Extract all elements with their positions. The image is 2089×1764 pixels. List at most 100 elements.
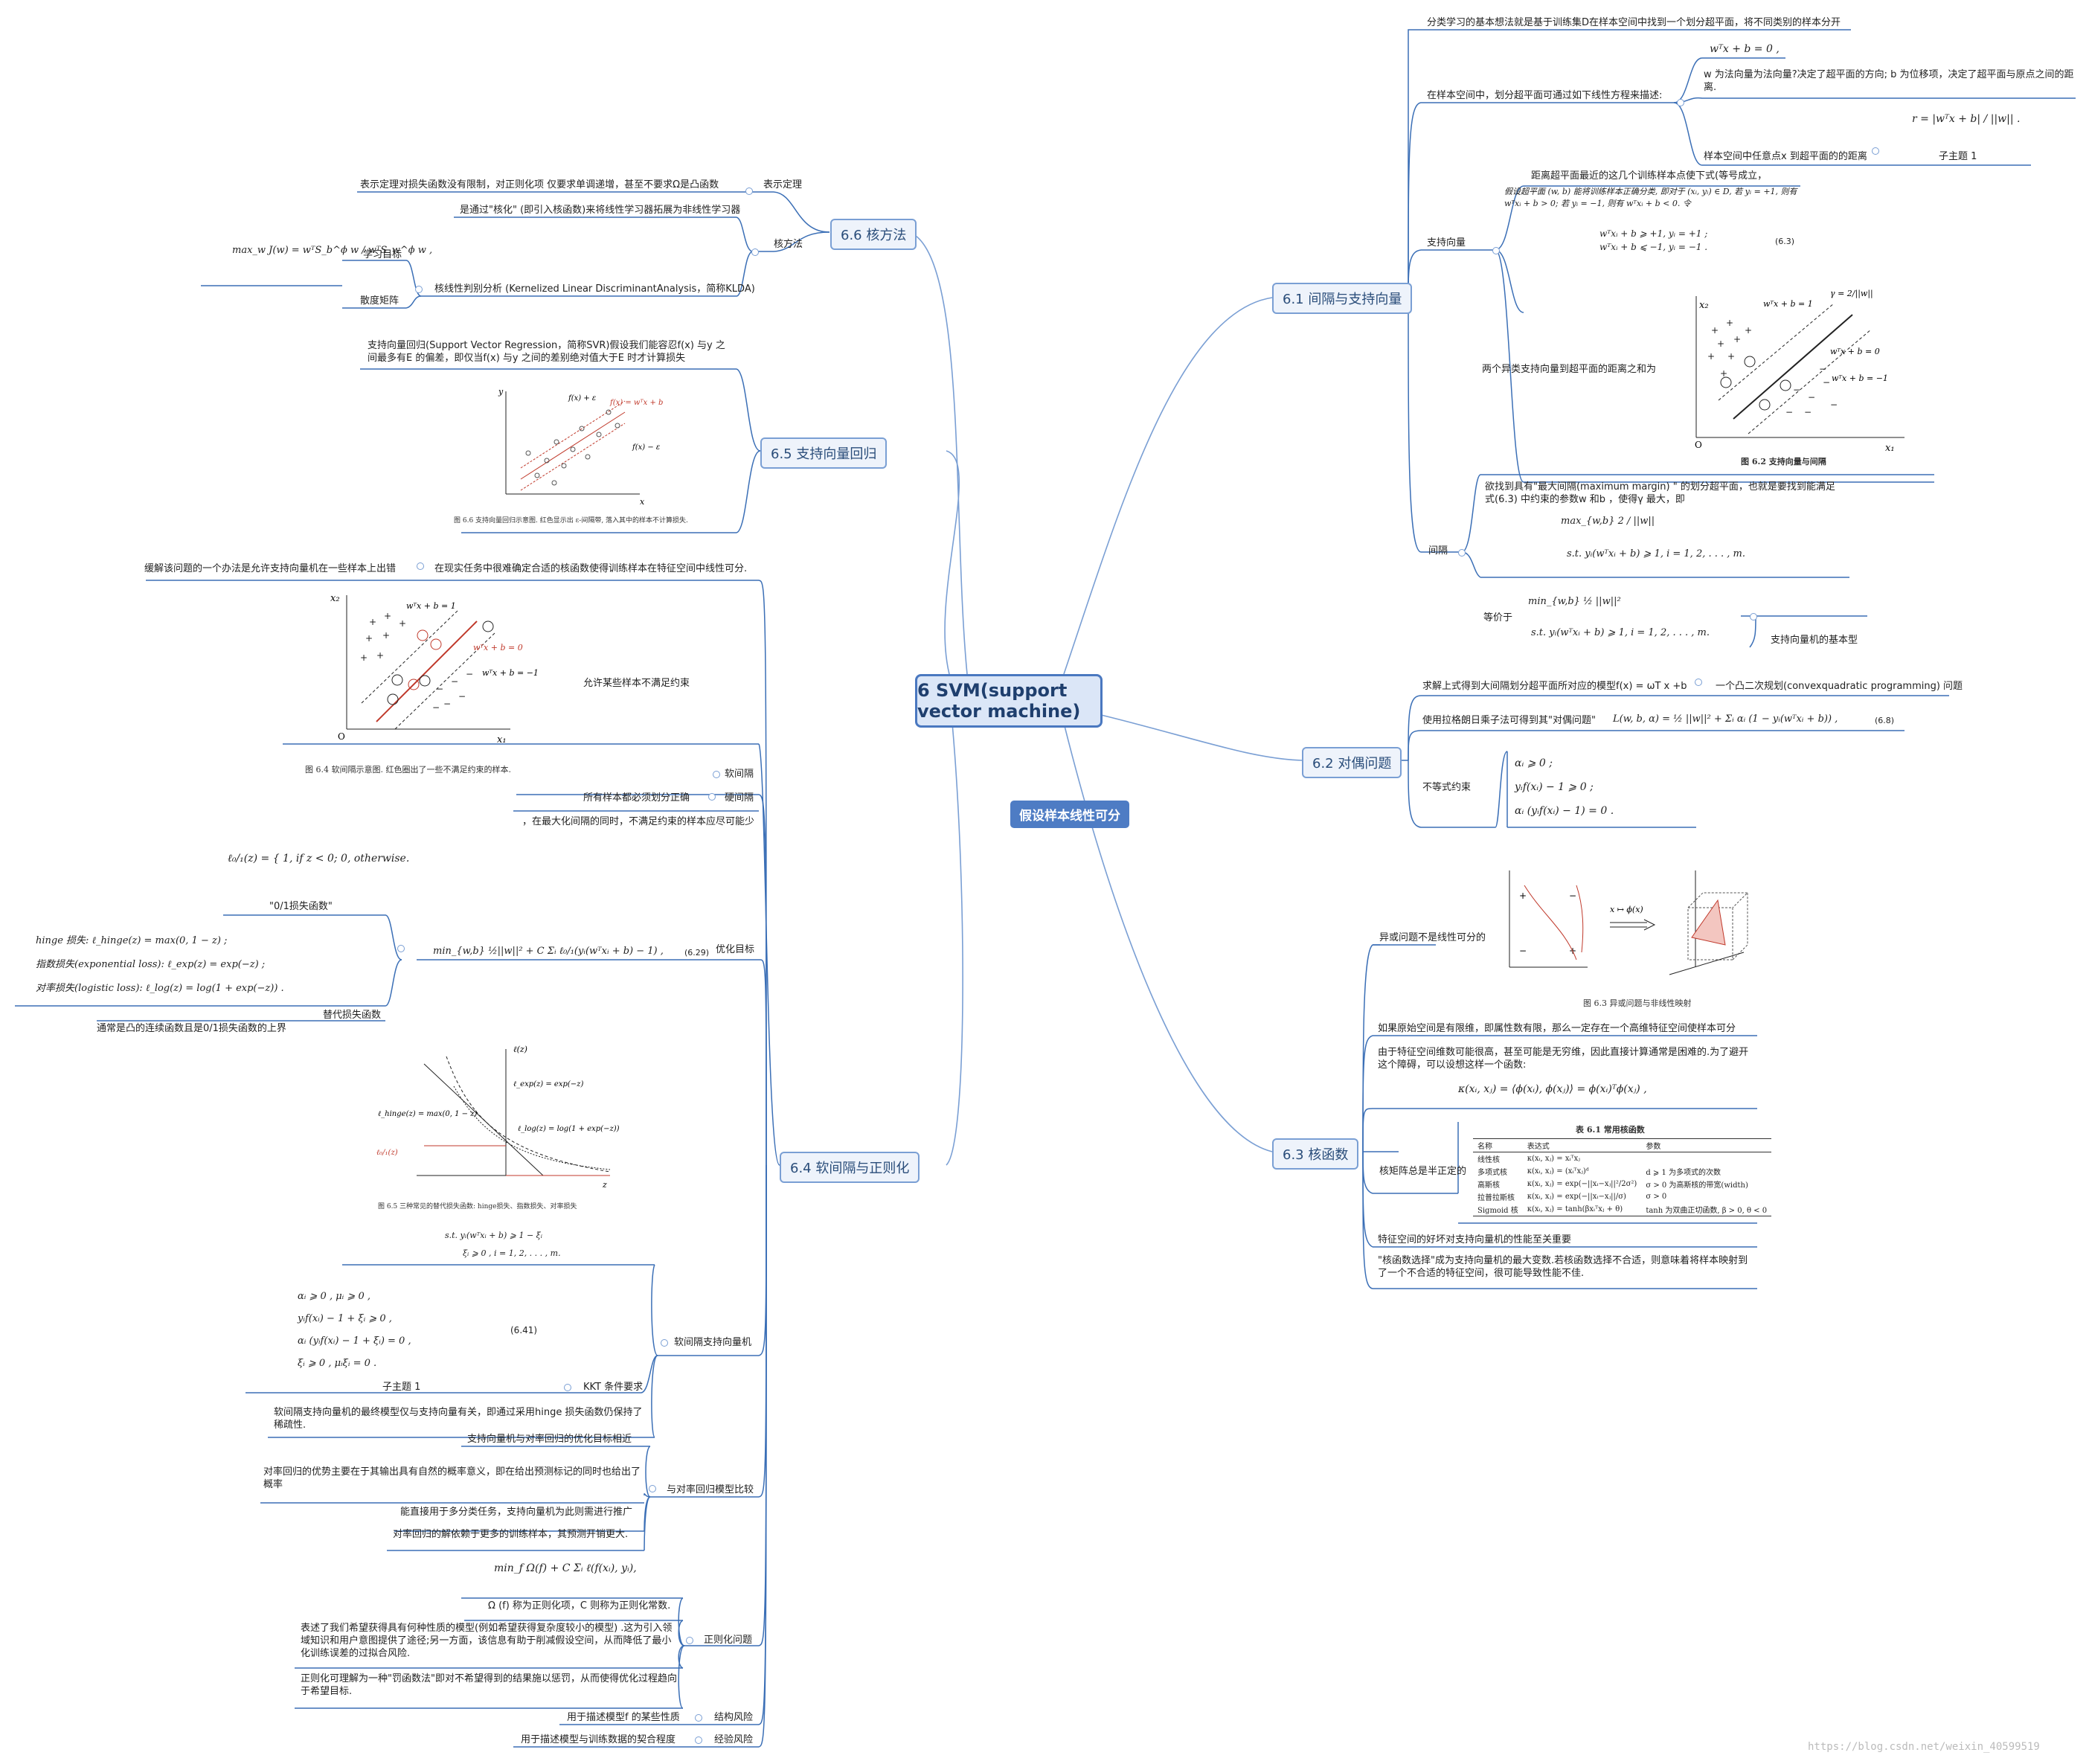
log-loss: 对率损失(logistic loss): ℓ_log(z) = log(1 + … bbox=[36, 983, 284, 994]
branch-6-2[interactable]: 6.2 对偶问题 bbox=[1302, 747, 1402, 778]
collapse-toggle[interactable] bbox=[1458, 549, 1466, 557]
repr-node[interactable]: 表示定理 bbox=[763, 179, 803, 190]
collapse-toggle[interactable] bbox=[564, 1384, 571, 1391]
svr-text-node[interactable]: 支持向量回归(Support Vector Regression，简称SVR)假… bbox=[368, 340, 725, 364]
objective-node[interactable]: 优化目标 bbox=[716, 944, 755, 955]
solve-node[interactable]: 求解上式得到大间隔划分超平面所对应的模型f(x) = ωT x +b bbox=[1422, 681, 1687, 692]
max-text-node[interactable]: ，在最大化间隔的同时，不满足约束的样本应尽可能少 bbox=[522, 816, 755, 827]
svg-text:−: − bbox=[443, 699, 451, 709]
lagrange-node[interactable]: 使用拉格朗日乘子法可得到其"对偶问题" bbox=[1422, 715, 1596, 726]
floating-topic[interactable]: 假设样本线性可分 bbox=[1010, 801, 1129, 828]
objective-node[interactable]: 学习目标 bbox=[363, 249, 402, 260]
collapse-toggle[interactable] bbox=[713, 771, 720, 778]
branch-6-5[interactable]: 6.5 支持向量回归 bbox=[760, 437, 888, 469]
emp-node[interactable]: 经验风险 bbox=[714, 1734, 754, 1745]
kkt-line: αᵢ ⩾ 0 , μᵢ ⩾ 0 , bbox=[298, 1291, 370, 1302]
collapse-toggle[interactable] bbox=[1492, 247, 1500, 254]
fig65-z-label: z bbox=[602, 1180, 607, 1190]
svg-text:−: − bbox=[1519, 946, 1527, 956]
basic-idea-node[interactable]: 分类学习的基本想法就是基于训练集D在样本空间中找到一个划分超平面，将不同类别的样… bbox=[1427, 17, 1841, 28]
allow-node[interactable]: 允许某些样本不满足约束 bbox=[583, 678, 690, 689]
soft-svm-node[interactable]: 软间隔支持向量机 bbox=[674, 1337, 752, 1348]
kkt-node[interactable]: KKT 条件要求 bbox=[583, 1382, 644, 1393]
objective-equation: min_{w,b} ½||w||² + C Σᵢ ℓ₀/₁(yᵢ(wᵀxᵢ + … bbox=[433, 946, 664, 957]
finite-node[interactable]: 如果原始空间是有限维，即属性数有限，那么一定存在一个高维特征空间使样本可分 bbox=[1378, 1023, 1736, 1034]
kernel-expr-cell: κ(xᵢ, xⱼ) = xᵢᵀxⱼ bbox=[1527, 1155, 1580, 1163]
ease-node[interactable]: 缓解该问题的一个办法是允许支持向量机在一些样本上出错 bbox=[144, 563, 397, 574]
km-text-node[interactable]: 是通过"核化" (即引入核函数)来将线性学习器拓展为非线性学习器 bbox=[460, 205, 741, 216]
collapse-toggle[interactable] bbox=[695, 1736, 702, 1744]
kfda-equation: max_w J(w) = wᵀS_b^ϕ w / wᵀS_w^ϕ w , bbox=[232, 245, 433, 256]
soft-svm-text-node[interactable]: 软间隔支持向量机的最终模型仅与支持向量有关，即通过采用hinge 损失函数仍保持… bbox=[274, 1407, 643, 1431]
collapse-toggle[interactable] bbox=[1872, 147, 1879, 155]
compare-c1-node[interactable]: 支持向量机与对率回归的优化目标相近 bbox=[467, 1434, 632, 1445]
important-node[interactable]: 特征空间的好坏对支持向量机的性能至关重要 bbox=[1378, 1234, 1572, 1245]
qp-node[interactable]: 一个凸二次规划(convexquadratic programming) 问题 bbox=[1716, 681, 1963, 692]
ineq-node[interactable]: 不等式约束 bbox=[1422, 782, 1472, 793]
surrogate-text-node[interactable]: 通常是凸的连续函数且是0/1损失函数的上界 bbox=[97, 1023, 286, 1034]
collapse-toggle[interactable] bbox=[1677, 99, 1684, 106]
collapse-toggle[interactable] bbox=[751, 248, 759, 256]
collapse-toggle[interactable] bbox=[686, 1637, 693, 1644]
collapse-toggle[interactable] bbox=[695, 1714, 702, 1722]
collapse-toggle[interactable] bbox=[708, 793, 716, 801]
reg-r2-node[interactable]: 表述了我们希望获得具有何种性质的模型(例如希望获得复杂度较小的模型) .这为引入… bbox=[301, 1623, 673, 1659]
fig64-line1-label: wᵀx + b = 1 bbox=[406, 601, 456, 611]
reg-node[interactable]: 正则化问题 bbox=[704, 1635, 753, 1646]
hyperplane-desc-node[interactable]: 在样本空间中，划分超平面可通过如下线性方程来描述: bbox=[1427, 90, 1663, 101]
sv-eq-2: wᵀxᵢ + b ⩽ −1, yᵢ = −1 . bbox=[1599, 242, 1708, 252]
xor-node[interactable]: 异或问题不是线性可分的 bbox=[1379, 932, 1486, 943]
collapse-toggle[interactable] bbox=[1750, 613, 1757, 620]
struct-text-node[interactable]: 用于描述模型f 的某些性质 bbox=[567, 1712, 680, 1723]
origin-label: O bbox=[338, 731, 345, 742]
branch-6-1[interactable]: 6.1 间隔与支持向量 bbox=[1272, 283, 1413, 314]
branch-6-3[interactable]: 6.3 核函数 bbox=[1272, 1138, 1359, 1170]
subtopic-node[interactable]: 子主题 1 bbox=[1939, 151, 1977, 162]
compare-c2-node[interactable]: 对率回归的优势主要在于其输出具有自然的概率意义，即在给出预测标记的同时也给出了概… bbox=[263, 1466, 641, 1490]
kfda-node[interactable]: 核线性判别分析 (Kernelized Linear DiscriminantA… bbox=[434, 283, 755, 295]
root-topic[interactable]: 6 SVM(support vector machine) bbox=[915, 674, 1103, 728]
loss01-node[interactable]: "0/1损失函数" bbox=[269, 901, 333, 912]
hard-text-node[interactable]: 所有样本都必须划分正确 bbox=[583, 792, 690, 804]
distance-desc-node[interactable]: 样本空间中任意点x 到超平面的的距离 bbox=[1704, 151, 1867, 162]
fig63-map-label: x ↦ ϕ(x) bbox=[1610, 905, 1643, 914]
svg-text:+: + bbox=[369, 617, 376, 627]
trick-node[interactable]: 由于特征空间维数可能很高，甚至可能是无穷维，因此直接计算通常是困难的.为了避开这… bbox=[1378, 1047, 1749, 1071]
psd-node[interactable]: 核矩阵总是半正定的 bbox=[1379, 1166, 1467, 1177]
reg-r3-node[interactable]: 正则化可理解为一种"罚函数法"即对不希望得到的结果施以惩罚，从而使得优化过程趋向… bbox=[301, 1673, 677, 1697]
collapse-toggle[interactable] bbox=[661, 1339, 668, 1347]
collapse-toggle[interactable] bbox=[415, 286, 423, 293]
margin-node[interactable]: 间隔 bbox=[1428, 545, 1448, 557]
w-desc-node[interactable]: w 为法向量为法向量?决定了超平面的方向; b 为位移项，决定了超平面与原点之间… bbox=[1704, 69, 2074, 93]
soft-node[interactable]: 软间隔 bbox=[725, 769, 754, 780]
svg-text:−: − bbox=[1804, 407, 1812, 417]
collapse-toggle[interactable] bbox=[649, 1485, 656, 1492]
collapse-toggle[interactable] bbox=[1695, 679, 1702, 686]
intro-node[interactable]: 在现实任务中很难确定合适的核函数使得训练样本在特征空间中线性可分. bbox=[434, 563, 748, 574]
sv-text-1: 距离超平面最近的这几个训练样本点使下式(等号成立， bbox=[1531, 170, 1768, 182]
hard-node[interactable]: 硬间隔 bbox=[725, 792, 754, 804]
reg-r1-node[interactable]: Ω (f) 称为正则化项，C 则称为正则化常数. bbox=[488, 1600, 671, 1611]
scatter-node[interactable]: 散度矩阵 bbox=[360, 295, 399, 307]
collapse-toggle[interactable] bbox=[417, 562, 424, 570]
compare-c4-node[interactable]: 对率回归的解依赖于更多的训练样本，其预测开销更大. bbox=[393, 1529, 629, 1540]
selection-node[interactable]: "核函数选择"成为支持向量机的最大变数.若核函数选择不合适，则意味着将样本映射到… bbox=[1378, 1255, 1748, 1279]
kernel-method-node[interactable]: 核方法 bbox=[774, 239, 803, 250]
branch-6-4[interactable]: 6.4 软间隔与正则化 bbox=[780, 1152, 920, 1183]
basic-model-node[interactable]: 支持向量机的基本型 bbox=[1771, 635, 1858, 646]
compare-c3-node[interactable]: 能直接用于多分类任务，支持向量机为此则需进行推广 bbox=[400, 1507, 633, 1518]
lagrange-equation: L(w, b, α) = ½ ||w||² + Σᵢ αᵢ (1 − yᵢ(wᵀ… bbox=[1613, 713, 1838, 725]
surrogate-node[interactable]: 替代损失函数 bbox=[323, 1010, 382, 1021]
repr-text-node[interactable]: 表示定理对损失函数没有限制，对正则化项 仅要求单调递增，甚至不要求Ω是凸函数 bbox=[360, 179, 719, 190]
support-vector-node[interactable]: 支持向量 bbox=[1427, 237, 1466, 248]
collapse-toggle[interactable] bbox=[745, 187, 753, 195]
equiv-node[interactable]: 等价于 bbox=[1483, 612, 1513, 623]
collapse-toggle[interactable] bbox=[397, 945, 405, 952]
struct-node[interactable]: 结构风险 bbox=[714, 1712, 754, 1723]
fig62-line1-label: wᵀx + b = 1 bbox=[1763, 299, 1813, 309]
emp-text-node[interactable]: 用于描述模型与训练数据的契合程度 bbox=[521, 1734, 676, 1745]
branch-6-6[interactable]: 6.6 核方法 bbox=[830, 219, 917, 250]
compare-node[interactable]: 与对率回归模型比较 bbox=[667, 1484, 754, 1495]
subtopic-node[interactable]: 子主题 1 bbox=[382, 1382, 421, 1393]
sv-margin-desc[interactable]: 两个异类支持向量到超平面的距离之和为 bbox=[1482, 364, 1657, 375]
